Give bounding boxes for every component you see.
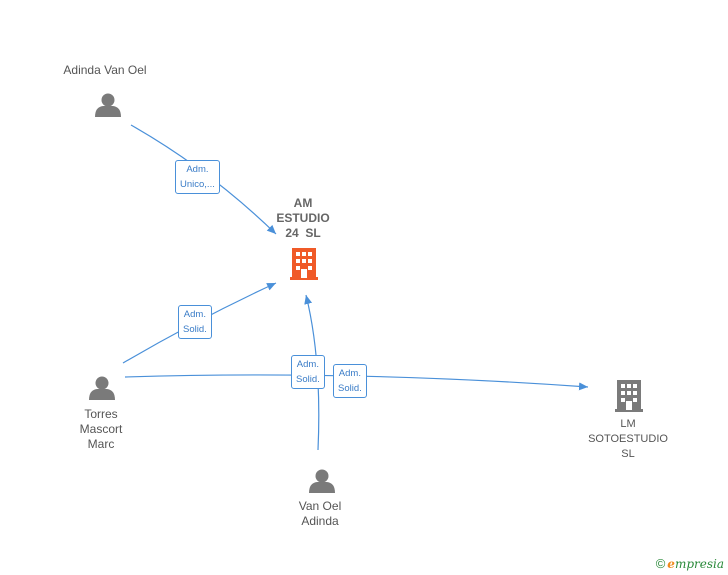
brand-logo-text: mpresia bbox=[674, 557, 724, 571]
node-label-lm-sotoestudio[interactable]: LM SOTOESTUDIO SL bbox=[578, 417, 678, 462]
node-name-line: SOTOESTUDIO bbox=[588, 433, 668, 445]
building-icon bbox=[290, 248, 318, 280]
node-name-line: Torres bbox=[84, 407, 118, 421]
person-icon bbox=[89, 376, 115, 400]
node-name-line: Marc bbox=[87, 437, 115, 451]
node-name-line: Adinda bbox=[301, 514, 339, 528]
building-icon bbox=[615, 380, 643, 412]
edge-label-line: Solid. bbox=[296, 374, 320, 385]
brand-watermark: ©empresia bbox=[656, 556, 724, 571]
node-name-line: LM bbox=[620, 418, 636, 430]
edge-label-adm-solid[interactable]: Adm. Solid. bbox=[333, 364, 367, 398]
edge-label-line: Adm. bbox=[183, 309, 206, 320]
edge-label-line: Adm. bbox=[338, 368, 361, 379]
node-name-line: Adinda Van Oel bbox=[63, 63, 147, 77]
brand-logo-initial: e bbox=[667, 557, 675, 571]
edge-label-line: Solid. bbox=[183, 324, 207, 335]
person-icon bbox=[309, 469, 335, 493]
node-name-line: Van Oel bbox=[298, 499, 342, 513]
node-label-torres-mascort-marc[interactable]: Torres Mascort Marc bbox=[60, 407, 142, 452]
node-name-line: ESTUDIO bbox=[276, 211, 330, 225]
edge-label-line: Adm. bbox=[186, 164, 209, 175]
node-name-line: SL bbox=[621, 448, 635, 460]
node-name-line: 24 SL bbox=[285, 226, 321, 240]
node-name-line: AM bbox=[293, 196, 313, 210]
edge-label-adm-unico[interactable]: Adm. Unico,... bbox=[175, 160, 220, 194]
node-label-am-estudio[interactable]: AM ESTUDIO 24 SL bbox=[258, 196, 348, 241]
edge-label-adm-solid[interactable]: Adm. Solid. bbox=[291, 355, 325, 389]
edge-label-line: Unico,... bbox=[180, 179, 215, 190]
copyright-icon: © bbox=[655, 556, 666, 571]
node-label-adinda-van-oel[interactable]: Adinda Van Oel bbox=[40, 63, 170, 78]
node-label-van-oel-adinda[interactable]: Van Oel Adinda bbox=[280, 499, 360, 529]
person-icon bbox=[95, 93, 121, 117]
node-name-line: Mascort bbox=[79, 422, 123, 436]
edge-label-adm-solid[interactable]: Adm. Solid. bbox=[178, 305, 212, 339]
edge-label-line: Adm. bbox=[296, 359, 319, 370]
edge-label-line: Solid. bbox=[338, 383, 362, 394]
